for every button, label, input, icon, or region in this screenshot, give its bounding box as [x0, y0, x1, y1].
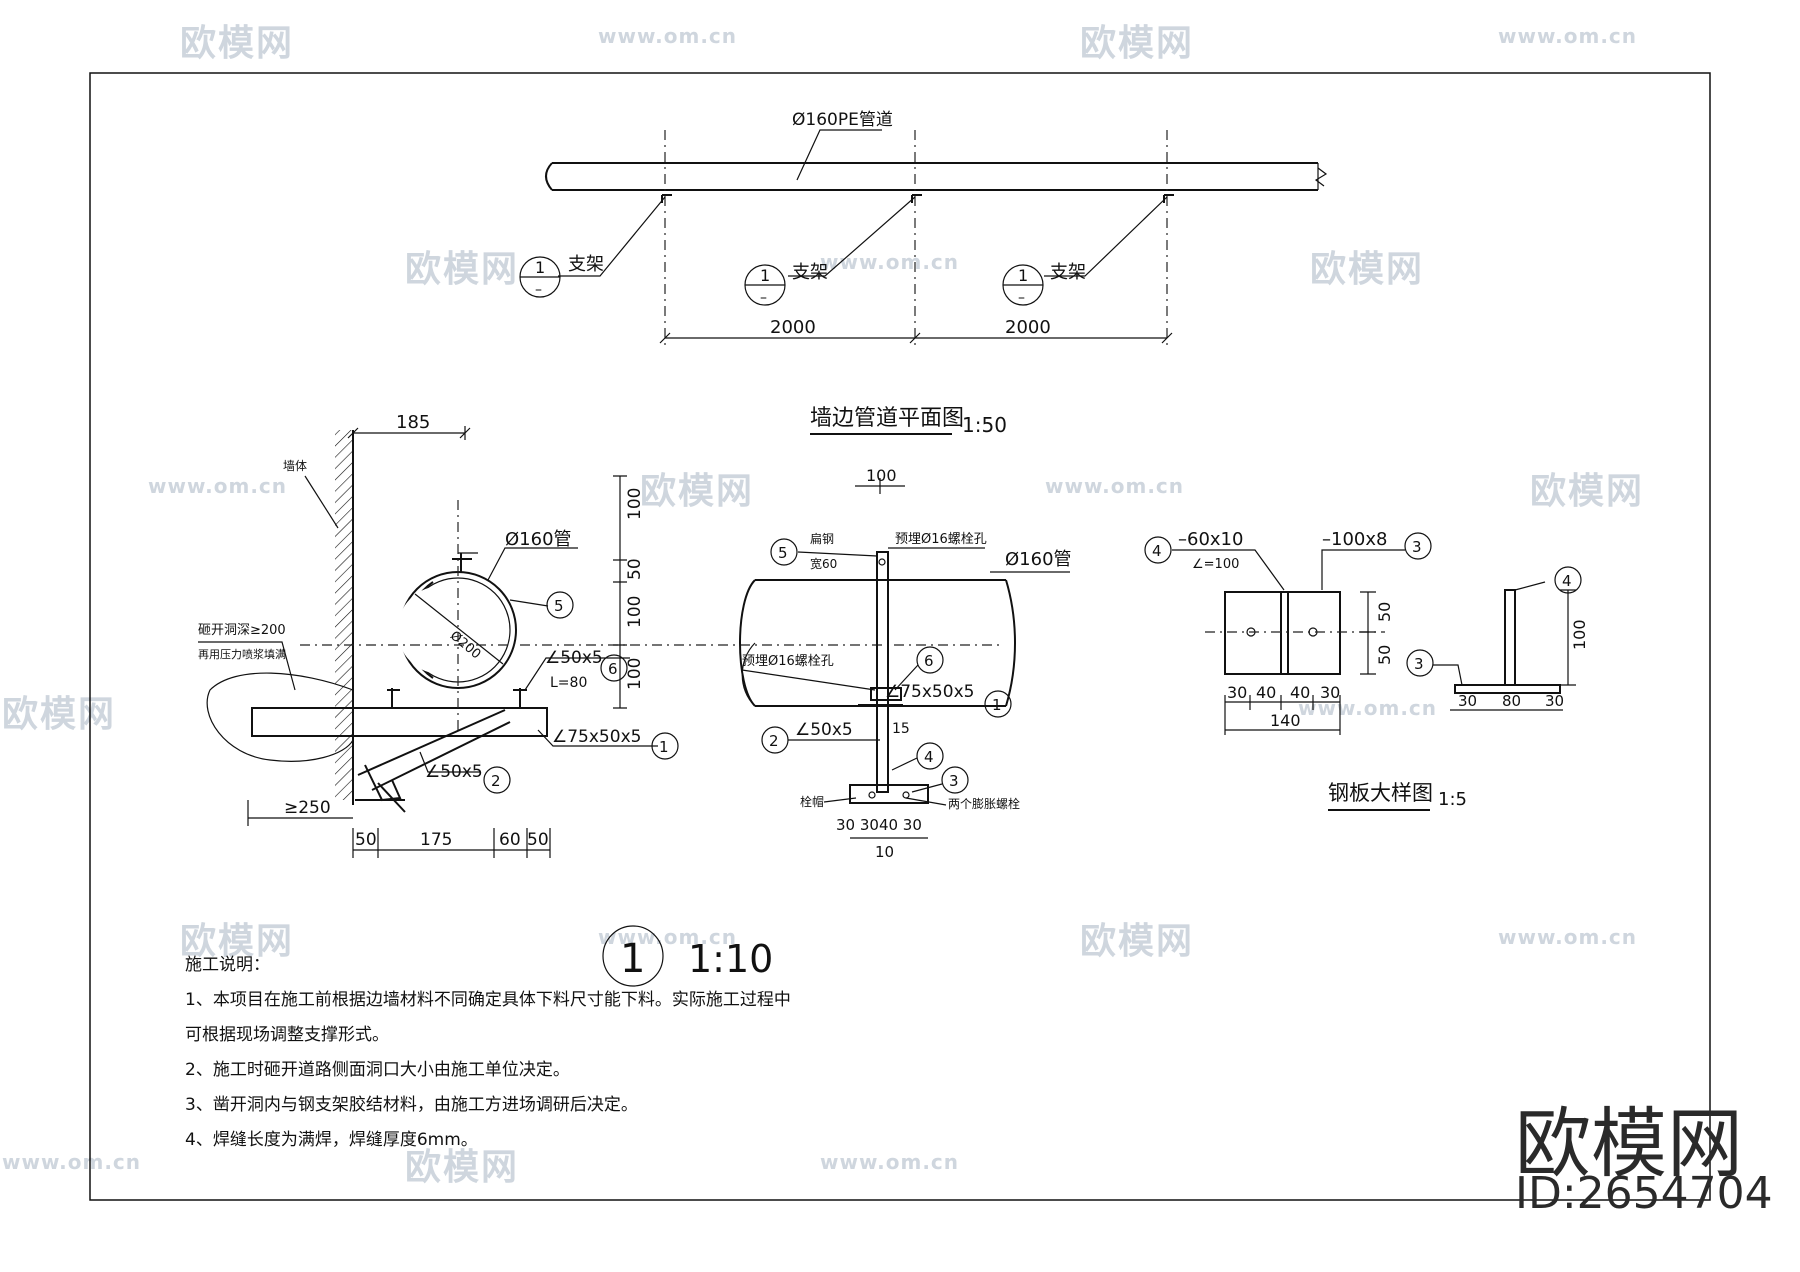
- tag-6: 6: [608, 660, 618, 678]
- elevation-view: 100 5 扁钢 宽60 预埋Ø16螺栓孔 Ø160管 预埋Ø16螺栓孔 6 ∠…: [739, 466, 1072, 861]
- elevation-angle-2: ∠50x5: [795, 720, 853, 740]
- plan-title: 墙边管道平面图: [810, 406, 964, 431]
- vdim-2: 50: [625, 558, 645, 580]
- tag-3: 3: [1412, 538, 1422, 556]
- section-title-number: 1: [620, 936, 645, 982]
- section-dim-185: 185: [396, 412, 430, 433]
- support-label: 支架: [792, 262, 828, 283]
- tag-5: 5: [554, 597, 564, 615]
- tag-4: 4: [1562, 572, 1572, 590]
- plan-view: Ø160PE管道 1 – 支架 1 – 支架 1 – 支架 2000 2000 …: [519, 110, 1328, 437]
- plate-hdim-4: 30: [1320, 683, 1340, 702]
- note-3: 3、凿开洞内与钢支架胶结材料，由施工方进场调研后决定。: [185, 1095, 638, 1115]
- plate-detail: 4 –60x10 ∠=100 –100x8 3 50 50 30 40 40 3…: [1144, 529, 1589, 811]
- plan-dimension-2: 2000: [1005, 317, 1051, 338]
- vdim-1: 100: [625, 488, 645, 520]
- drawing-frame: [89, 72, 1711, 1201]
- bottom-dim-1: 50: [355, 830, 377, 850]
- elevation-bottom-dims: 30 3040 30: [836, 816, 922, 834]
- plan-dimension-1: 2000: [770, 317, 816, 338]
- plate-scale: 1:5: [1438, 789, 1467, 810]
- construction-notes: 施工说明： 1、本项目在施工前根据边墙材料不同确定具体下料尺寸能下料。实际施工过…: [185, 948, 791, 1158]
- plate-vdim-2: 50: [1375, 645, 1394, 665]
- note-1-continued: 可根据现场调整支撑形式。: [185, 1025, 389, 1045]
- brand-id: ID:2654704: [1515, 1168, 1773, 1219]
- plate-title: 钢板大样图: [1328, 781, 1433, 805]
- notes-heading: 施工说明：: [185, 955, 270, 975]
- bottom-dim-4: 50: [527, 830, 549, 850]
- note-4: 4、焊缝长度为满焊，焊缝厚度6mm。: [185, 1130, 478, 1150]
- elevation-angle-1: ∠75x50x5: [885, 682, 974, 702]
- dim-15: 15: [892, 721, 910, 737]
- bolt-hole-label-2: 预埋Ø16螺栓孔: [742, 654, 834, 669]
- plate-vdim-1: 50: [1375, 602, 1394, 622]
- tag-4: 4: [924, 748, 934, 766]
- width-label: 宽60: [810, 556, 837, 571]
- brand-watermark: 欧模网: [1515, 1099, 1743, 1188]
- support-label: 支架: [568, 254, 604, 275]
- bottom-dim-3: 60: [499, 830, 521, 850]
- flat-steel-label: 扁钢: [810, 532, 834, 546]
- elevation-pipe-label: Ø160管: [1005, 549, 1072, 570]
- length-label: L=80: [550, 675, 587, 691]
- plate-hdim-1: 30: [1227, 683, 1247, 702]
- bolts-label: 两个膨胀螺栓: [948, 796, 1020, 811]
- plate-a-length: ∠=100: [1192, 557, 1239, 572]
- side-dim-3: 30: [1545, 692, 1564, 710]
- cap-label: 栓帽: [800, 794, 824, 809]
- small-angle-label: ∠50x5: [545, 648, 603, 668]
- plate-hdim-2: 40: [1256, 683, 1276, 702]
- plate-b-label: –100x8: [1322, 529, 1387, 550]
- pipe-label: Ø160管: [505, 529, 572, 550]
- pipe-label: Ø160PE管道: [792, 110, 893, 130]
- bolt-hole-label-1: 预埋Ø16螺栓孔: [895, 532, 987, 547]
- support-marker-number: 1: [1018, 266, 1028, 285]
- bottom-dim-2: 175: [420, 830, 452, 850]
- support-marker-number: 1: [535, 258, 545, 277]
- tag-6: 6: [924, 652, 934, 670]
- wall-label: 墙体: [283, 459, 307, 473]
- vdim-4: 100: [625, 658, 645, 690]
- support-label: 支架: [1050, 262, 1086, 283]
- support-marker-sub: –: [1018, 290, 1025, 306]
- tag-5: 5: [778, 544, 788, 562]
- tag-3: 3: [1414, 655, 1424, 673]
- vdim-3: 100: [625, 596, 645, 628]
- side-height: 100: [1570, 619, 1589, 650]
- note-1: 1、本项目在施工前根据边墙材料不同确定具体下料尺寸能下料。实际施工过程中: [185, 990, 791, 1010]
- tag-4: 4: [1152, 542, 1162, 560]
- brace-angle-label: ∠50x5: [425, 762, 483, 782]
- elevation-dim-100: 100: [866, 466, 897, 485]
- tag-2: 2: [491, 772, 501, 790]
- side-dim-1: 30: [1458, 692, 1477, 710]
- tag-1: 1: [659, 738, 669, 756]
- plate-total: 140: [1270, 711, 1301, 730]
- support-marker-sub: –: [535, 282, 542, 298]
- side-dim-2: 80: [1502, 692, 1521, 710]
- tag-3: 3: [949, 772, 959, 790]
- tag-2: 2: [769, 732, 779, 750]
- support-marker-sub: –: [760, 290, 767, 306]
- tag-1: 1: [992, 696, 1002, 714]
- hole-note-2: 再用压力喷浆填满: [198, 647, 286, 661]
- plan-scale: 1:50: [962, 413, 1007, 437]
- plate-hdim-3: 40: [1290, 683, 1310, 702]
- section-title-scale: 1:10: [688, 937, 773, 981]
- main-angle-label: ∠75x50x5: [552, 727, 641, 747]
- dim-250: ≥250: [284, 798, 331, 818]
- plate-a-label: –60x10: [1178, 529, 1243, 550]
- hole-note-1: 砸开洞深≥200: [198, 623, 286, 638]
- note-2: 2、施工时砸开道路侧面洞口大小由施工单位决定。: [185, 1060, 570, 1080]
- dim-10: 10: [875, 843, 894, 861]
- section-view: 墙体 185 砸开洞深≥200 再用压力喷浆填满 Ø200 Ø160管 5: [198, 412, 1000, 987]
- support-marker-number: 1: [760, 266, 770, 285]
